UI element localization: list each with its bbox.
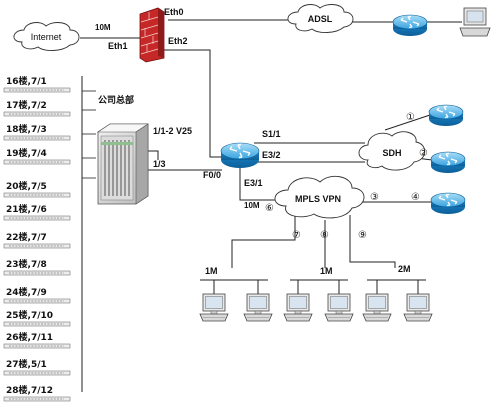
adsl-label: ADSL — [308, 14, 333, 24]
floor-label: 26楼,7/11 — [6, 331, 53, 343]
branch-marker-1: ① — [406, 112, 415, 123]
terminal-icon — [459, 7, 491, 37]
cloud-icon — [274, 175, 365, 219]
core-e32-label: E3/2 — [262, 150, 281, 160]
floor-label: 21楼,7/6 — [6, 203, 47, 215]
branch-marker-6: ⑥ — [265, 203, 274, 214]
router-icon — [220, 142, 260, 168]
branch-marker-4: ④ — [411, 192, 420, 203]
mpls-lan7-link — [231, 215, 296, 268]
floor-label: 19楼,7/4 — [6, 147, 47, 159]
eth2-label: Eth2 — [168, 36, 188, 46]
floor-label: 25楼,7/10 — [6, 309, 53, 321]
router-icon — [430, 151, 466, 174]
sdh-branch1-link — [384, 114, 431, 131]
internet-label: Internet — [31, 32, 62, 42]
hq-v25-link — [148, 150, 159, 160]
floor-label: 18楼,7/3 — [6, 123, 47, 135]
floor-label: 16楼,7/1 — [6, 75, 47, 87]
floor-switch: 16楼,7/1 — [3, 75, 71, 93]
cloud-icon — [13, 22, 80, 51]
floor-switch: 19楼,7/4 — [3, 147, 71, 165]
floor-label: 20楼,7/5 — [6, 180, 47, 192]
floor-switch: 27楼,5/1 — [3, 358, 71, 376]
hq-port-v25-label: 1/1-2 V25 — [153, 126, 192, 136]
floor-label: 17楼,7/2 — [6, 99, 47, 111]
hq-label: 公司总部 — [98, 94, 134, 106]
floor-switch: 28楼,7/12 — [3, 384, 71, 402]
cloud-icon — [358, 131, 426, 171]
branch-marker-3: ③ — [370, 192, 379, 203]
hq-port-13-label: 1/3 — [153, 159, 166, 169]
floor-label: 27楼,5/1 — [6, 358, 47, 370]
router-icon — [428, 104, 464, 127]
cloud-icon — [287, 4, 354, 33]
floor-switch: 20楼,7/5 — [3, 180, 71, 198]
floor-switch: 25楼,7/10 — [3, 309, 71, 327]
bandwidth-label-lan8: 1M — [320, 266, 333, 276]
sdh-label: SDH — [382, 148, 401, 158]
mpls-lan9-link — [349, 215, 396, 268]
floor-label: 28楼,7/12 — [6, 384, 53, 396]
floor-switch: 26楼,7/11 — [3, 331, 71, 349]
eth0-label: Eth0 — [164, 7, 184, 17]
floor-switch: 18楼,7/3 — [3, 123, 71, 141]
core-e31-label: E3/1 — [244, 178, 263, 188]
floor-switch: 23楼,7/8 — [3, 258, 71, 276]
floor-switch: 24楼,7/9 — [3, 286, 71, 304]
workstation-icon — [199, 293, 229, 322]
bandwidth-label-lan7: 1M — [205, 266, 218, 276]
internet-cloud: Internet — [13, 22, 80, 51]
workstation-icon — [324, 293, 354, 322]
internet-speed-label: 10M — [95, 23, 111, 32]
sdh-cloud: SDH — [358, 131, 426, 171]
floor-switch: 17楼,7/2 — [3, 99, 71, 117]
workstation-icon — [283, 293, 313, 322]
core-s11-label: S1/1 — [262, 129, 281, 139]
floor-switch: 21楼,7/6 — [3, 203, 71, 221]
workstation-icon — [362, 293, 392, 322]
adsl-cloud: ADSL — [287, 4, 354, 33]
firewall-icon — [139, 7, 165, 63]
floor-switch-list: 16楼,7/1 17楼,7/2 18楼,7/3 19楼,7/4 20楼,7/5 … — [3, 75, 71, 402]
mpls-cloud: MPLS VPN — [274, 175, 365, 219]
floor-uplinks — [82, 90, 96, 179]
branch-marker-7: ⑦ — [292, 230, 301, 241]
router-icon — [392, 14, 428, 37]
bandwidth-label-lan9: 2M — [398, 264, 411, 274]
floor-label: 24楼,7/9 — [6, 286, 47, 298]
firewall-core-link — [164, 49, 226, 158]
floor-label: 23楼,7/8 — [6, 258, 47, 270]
mpls-speed-label: 10M — [244, 201, 260, 210]
core-f00-label: F0/0 — [203, 170, 221, 180]
branch-marker-8: ⑧ — [320, 230, 329, 241]
branch-marker-2: ② — [419, 148, 428, 159]
floor-switch: 22楼,7/7 — [3, 231, 71, 249]
router-icon — [430, 192, 466, 215]
floor-label: 22楼,7/7 — [6, 231, 47, 243]
workstation-icon — [403, 293, 433, 322]
workstation-icon — [243, 293, 273, 322]
eth1-label: Eth1 — [108, 41, 128, 51]
branch-marker-9: ⑨ — [358, 230, 367, 241]
mpls-label: MPLS VPN — [295, 194, 341, 204]
switch-chassis-icon — [97, 123, 149, 205]
